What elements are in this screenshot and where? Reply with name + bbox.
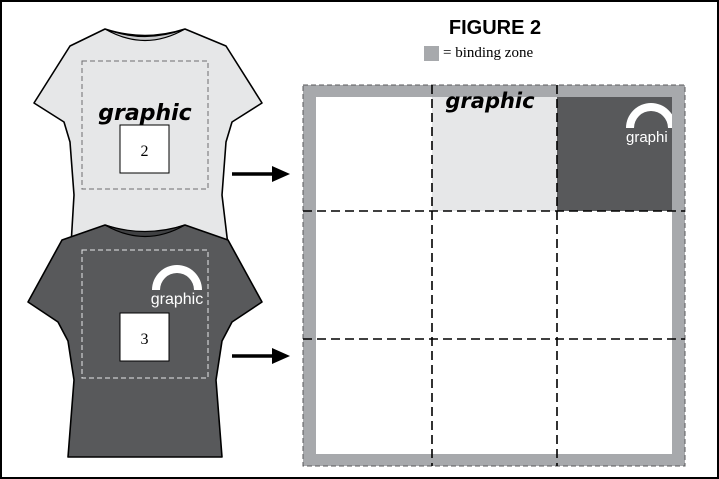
light-shirt-cut-zone <box>81 60 209 190</box>
quilt-grid: graphic graphi <box>302 84 686 467</box>
grid-cell-r0-c2-arc <box>626 103 672 128</box>
legend-label: = binding zone <box>443 44 534 61</box>
arrow-shirt-2 <box>232 166 290 182</box>
grid-cell-r0-c1-graphic: graphic <box>445 89 535 113</box>
dark-shirt-graphic: graphic <box>151 291 203 308</box>
light-shirt-graphic: graphic <box>98 101 191 126</box>
binding-zone-swatch <box>424 45 439 61</box>
panel-2-box <box>119 124 170 174</box>
light-tshirt: graphic 2 <box>33 28 263 263</box>
grid-cell-r0-c2-graphic: graphi <box>626 129 668 146</box>
legend: = binding zone <box>424 44 533 62</box>
light-shirt-collar <box>104 28 186 42</box>
panel-3-number: 3 <box>141 331 149 348</box>
dark-shirt-cut-zone <box>81 249 209 379</box>
grid-cell-r0-c2-graphic-group: graphi <box>626 103 672 146</box>
dark-tshirt: graphic 3 <box>27 224 263 458</box>
panel-2-number: 2 <box>141 143 149 160</box>
panel-3-box <box>119 312 170 362</box>
dark-shirt-arc-graphic <box>152 265 202 290</box>
arrow-shirt-3 <box>232 348 290 364</box>
grid-cell-r0-c2 <box>557 97 672 211</box>
grid-cell-r0-c1 <box>432 97 557 211</box>
dark-shirt-collar <box>104 224 186 238</box>
figure-title: FIGURE 2 <box>448 17 542 39</box>
